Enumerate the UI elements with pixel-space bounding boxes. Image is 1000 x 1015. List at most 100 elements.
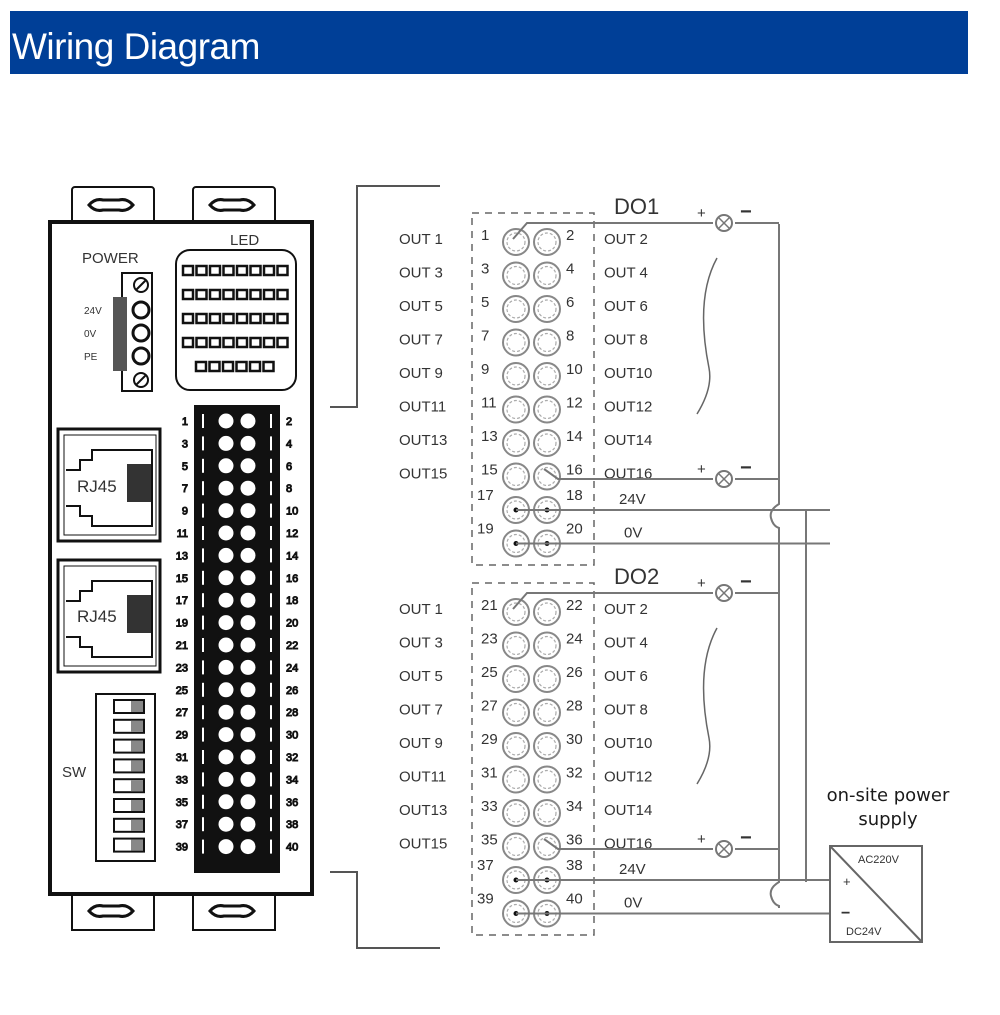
terminal-screw — [237, 500, 259, 522]
terminal-screw — [237, 612, 259, 634]
led-indicator — [276, 288, 289, 301]
lamp-icon — [715, 214, 733, 232]
terminal-screw — [215, 813, 237, 835]
mounting-tab-bottom-right — [192, 893, 276, 931]
led-panel — [175, 249, 297, 391]
pin-number: 8 — [566, 328, 574, 345]
output-label: OUT 9 — [399, 735, 443, 752]
pin-number: 27 — [481, 698, 498, 715]
output-label: OUT 1 — [399, 601, 443, 618]
pin-number: 28 — [566, 698, 583, 715]
rj45-label: RJ45 — [77, 477, 117, 496]
terminal-screw — [237, 410, 259, 432]
terminal-number: 26 — [286, 685, 298, 697]
output-label: OUT10 — [604, 365, 652, 382]
pin-number: 25 — [481, 664, 498, 681]
dip-switch[interactable] — [113, 817, 145, 833]
terminal-screw — [237, 724, 259, 746]
pin-number: 23 — [481, 631, 498, 648]
led-indicator — [262, 264, 276, 277]
terminal-screw — [237, 791, 259, 813]
led-indicator — [221, 360, 235, 373]
pin-number: 16 — [566, 462, 583, 479]
terminal-screw — [215, 679, 237, 701]
led-indicator — [222, 264, 235, 277]
terminal-number: 7 — [182, 483, 188, 495]
dip-switch[interactable] — [113, 758, 145, 774]
led-indicator — [235, 360, 248, 373]
output-label: OUT15 — [399, 836, 447, 853]
led-indicator — [195, 264, 208, 277]
load-plus: + — [697, 205, 706, 222]
led-indicator — [262, 288, 276, 301]
supply-label: 24V — [619, 491, 646, 508]
dip-switch-block — [95, 693, 156, 862]
terminal-number: 18 — [286, 595, 298, 607]
led-indicator — [235, 336, 249, 349]
terminal-number: 9 — [182, 506, 188, 518]
dip-switch[interactable] — [113, 778, 145, 794]
led-indicator — [208, 288, 222, 301]
pin-number: 19 — [477, 521, 494, 538]
dip-switch[interactable] — [113, 699, 145, 714]
terminal-number: 5 — [182, 461, 188, 473]
pin-number: 26 — [566, 664, 583, 681]
output-label: OUT 2 — [604, 601, 648, 618]
led-indicator — [235, 312, 249, 325]
pin-number: 34 — [566, 798, 583, 815]
output-label: OUT 6 — [604, 298, 648, 315]
load-minus: − — [740, 457, 752, 479]
led-indicator — [248, 360, 262, 373]
led-indicator — [222, 312, 235, 325]
pin-number: 14 — [566, 428, 583, 445]
continuation-arc — [696, 257, 718, 415]
power-supply-output: DC24V — [846, 926, 882, 938]
power-supply-minus: − — [841, 905, 850, 922]
pin-number: 24 — [566, 631, 583, 648]
rj45-port-2: RJ45 — [56, 558, 162, 674]
power-pin-0v: 0V — [84, 329, 97, 340]
pin-number: 12 — [566, 395, 583, 412]
terminal-number: 36 — [286, 797, 298, 809]
output-label: OUT 3 — [399, 635, 443, 652]
pin-number: 5 — [481, 294, 489, 311]
terminal-number: 38 — [286, 819, 298, 831]
dip-switch[interactable] — [113, 798, 145, 813]
continuation-arc — [696, 627, 718, 785]
dip-switch[interactable] — [113, 718, 145, 734]
terminal-number: 3 — [182, 438, 188, 450]
led-indicator — [195, 312, 208, 325]
terminal-screw — [215, 522, 237, 544]
output-label: OUT 8 — [604, 332, 648, 349]
output-label: OUT 7 — [399, 702, 443, 719]
dip-switch[interactable] — [113, 738, 145, 754]
output-label: OUT 4 — [604, 265, 648, 282]
led-indicator — [208, 360, 221, 373]
led-indicator — [208, 336, 222, 349]
terminal-number: 10 — [286, 506, 298, 518]
dip-switch[interactable] — [113, 837, 145, 853]
terminal-screw — [215, 477, 237, 499]
terminal-number: 12 — [286, 528, 298, 540]
terminal-number: 1 — [182, 416, 188, 428]
terminal-screw — [215, 410, 237, 432]
output-label: OUT 5 — [399, 668, 443, 685]
terminal-screw — [237, 567, 259, 589]
pin-number: 35 — [481, 832, 498, 849]
pin-number: 32 — [566, 765, 583, 782]
pin-number: 1 — [481, 227, 489, 244]
led-indicator — [249, 264, 262, 277]
